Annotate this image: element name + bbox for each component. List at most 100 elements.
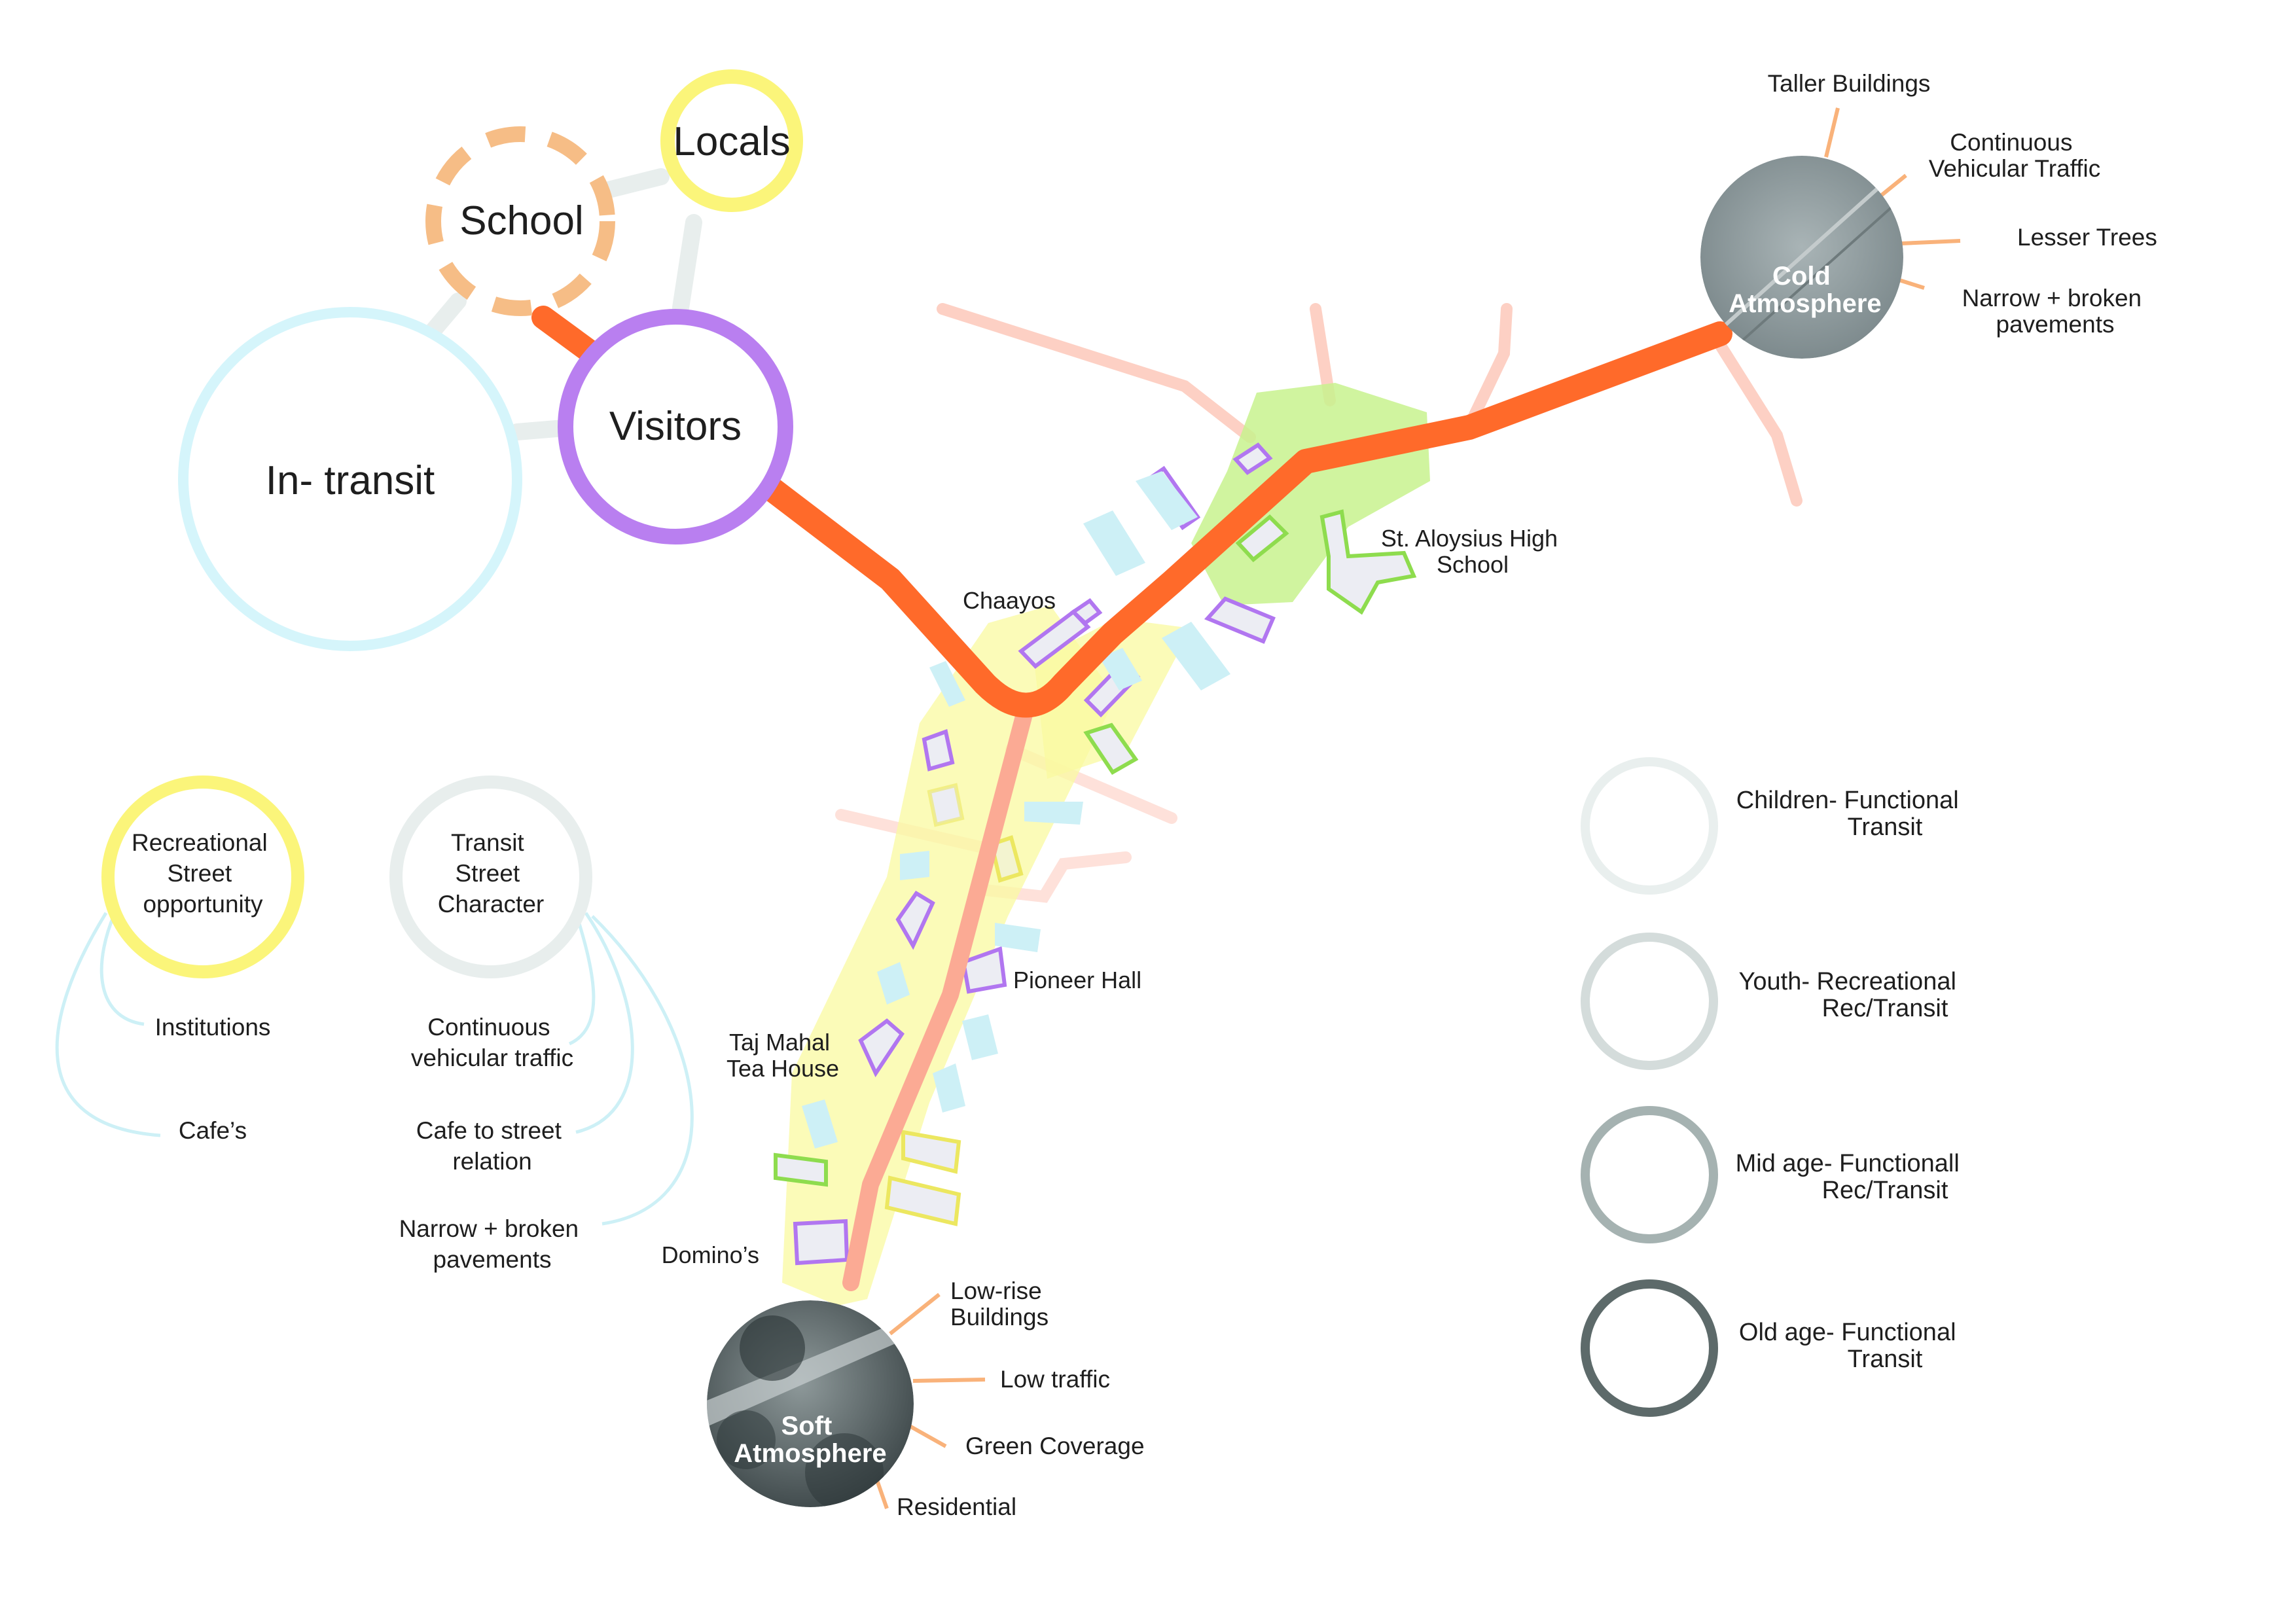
secondary-route: [842, 698, 1035, 1291]
soft-annotation: Residential: [897, 1493, 1016, 1520]
building: [1204, 596, 1276, 644]
recreational-item: Institutions: [155, 1014, 271, 1041]
leader-line: [1880, 173, 1907, 197]
building: [793, 1219, 850, 1266]
age-label-line: Youth- Recreational: [1739, 968, 1956, 995]
age-label: Old age- Functional Transit: [1739, 1319, 1963, 1373]
place-label-st-aloysius-line: School: [1437, 551, 1509, 578]
place-labels: Chaayos St. Aloysius High School Pioneer…: [662, 525, 1558, 1268]
building: [927, 783, 965, 827]
transit-item-line: relation: [452, 1148, 531, 1175]
visitors-node: Visitors: [558, 309, 793, 544]
building-footprints: [774, 442, 1417, 1266]
user-connectors: [425, 168, 702, 440]
recreational-legend-label-line: Street: [168, 860, 232, 887]
soft-atmosphere-label-line: Soft: [781, 1412, 833, 1440]
age-label: Youth- Recreational Rec/Transit: [1739, 968, 1964, 1022]
age-label: Mid age- Functionall Rec/Transit: [1736, 1150, 1967, 1204]
building: [1232, 442, 1273, 475]
soft-annotation: Low-rise Buildings: [950, 1277, 1049, 1330]
transit-legend-label: Transit Street Character: [438, 829, 544, 918]
building: [922, 729, 955, 772]
age-label-line: Transit: [1848, 1346, 1923, 1373]
age-legend: Children- Functional Transit Youth- Recr…: [1581, 757, 1967, 1417]
building: [802, 1099, 838, 1149]
legend-connector: [99, 905, 145, 1026]
legend-connectors: [55, 905, 694, 1226]
age-group-youth: Youth- Recreational Rec/Transit: [1581, 933, 1964, 1070]
transit-legend-circle: Transit Street Character: [389, 776, 592, 978]
main-route-spur: [531, 306, 604, 365]
transit-item-line: pavements: [433, 1246, 552, 1273]
legend-connector: [568, 912, 596, 1046]
legend-connector: [575, 912, 634, 1134]
transit-item: Narrow + broken pavements: [399, 1215, 586, 1273]
building: [1083, 722, 1139, 775]
in-transit-node: In- transit: [178, 307, 522, 651]
building: [900, 851, 929, 880]
soft-atmosphere-label-line: Atmosphere: [734, 1439, 886, 1468]
soft-atmosphere-photo: [707, 1300, 914, 1507]
cold-annotation-line: Continuous: [1950, 129, 2072, 156]
place-label-dominos: Domino’s: [662, 1241, 759, 1268]
cold-annotation-line: Vehicular Traffic: [1929, 155, 2101, 182]
background-street: [937, 303, 1256, 443]
soft-atmosphere: Soft Atmosphere Low-rise Buildings Low t…: [707, 1277, 1145, 1520]
place-label-chaayos: Chaayos: [963, 587, 1056, 614]
building: [1235, 514, 1289, 563]
recreational-legend-label-line: Recreational: [132, 829, 268, 856]
cold-atmosphere-label: Cold Atmosphere: [1729, 262, 1881, 318]
age-group-mid: Mid age- Functionall Rec/Transit: [1581, 1106, 1967, 1243]
building: [877, 962, 910, 1005]
cold-atmosphere-label-line: Atmosphere: [1729, 289, 1881, 318]
routes: [531, 306, 1732, 1291]
transit-legend-label-line: Character: [438, 891, 544, 918]
building: [995, 923, 1041, 952]
transit-item-line: Cafe to street: [416, 1117, 562, 1144]
building: [774, 1152, 828, 1187]
cold-annotation-line: Narrow + broken: [1962, 285, 2142, 312]
building: [1070, 597, 1103, 626]
cold-atmosphere: Cold Atmosphere Taller Buildings Continu…: [1700, 70, 2157, 359]
cyan-buildings: [802, 471, 1230, 1149]
soft-leader-lines: [875, 1293, 986, 1509]
main-route: [740, 321, 1732, 718]
transit-item-line: Continuous: [427, 1014, 550, 1041]
cold-annotation: Lesser Trees: [2017, 224, 2157, 251]
building: [989, 835, 1024, 883]
age-label-line: Transit: [1848, 813, 1923, 841]
legend-connector: [55, 912, 161, 1137]
leader-line: [1899, 278, 1925, 290]
cold-atmosphere-label-line: Cold: [1772, 262, 1831, 291]
leader-line: [875, 1480, 889, 1509]
visitors-label: Visitors: [609, 404, 742, 449]
recreational-legend-circle: Recreational Street opportunity: [101, 776, 304, 978]
building: [1136, 471, 1198, 530]
age-label-line: Children- Functional: [1736, 787, 1959, 814]
recreational-item: Cafe’s: [179, 1117, 247, 1144]
soft-annotation: Green Coverage: [965, 1433, 1145, 1459]
leader-line: [912, 1378, 986, 1383]
place-label-st-aloysius-line: St. Aloysius High: [1381, 525, 1558, 552]
age-group-old: Old age- Functional Transit: [1581, 1279, 1963, 1417]
building: [929, 661, 965, 707]
transit-legend-label-line: Street: [456, 860, 520, 887]
transit-item: Cafe to street relation: [416, 1117, 568, 1175]
school-label: School: [459, 198, 584, 243]
age-label-line: Rec/Transit: [1822, 995, 1948, 1022]
age-label-line: Mid age- Functionall: [1736, 1150, 1960, 1177]
recreational-legend-label: Recreational Street opportunity: [132, 829, 274, 918]
cold-annotation: Taller Buildings: [1768, 70, 1931, 97]
user-groups: In- transit School Locals Visitors: [178, 69, 803, 651]
age-label: Children- Functional Transit: [1736, 787, 1966, 841]
transit-legend-label-line: Transit: [451, 829, 524, 856]
building: [901, 1130, 961, 1174]
building: [933, 1063, 965, 1113]
place-label-pioneer-hall: Pioneer Hall: [1013, 967, 1141, 993]
street-legend: Recreational Street opportunity Institut…: [55, 776, 694, 1273]
building: [1024, 802, 1083, 825]
soft-annotation-line: Low-rise: [950, 1277, 1042, 1304]
background-street: [1715, 341, 1803, 507]
building: [1083, 510, 1145, 576]
